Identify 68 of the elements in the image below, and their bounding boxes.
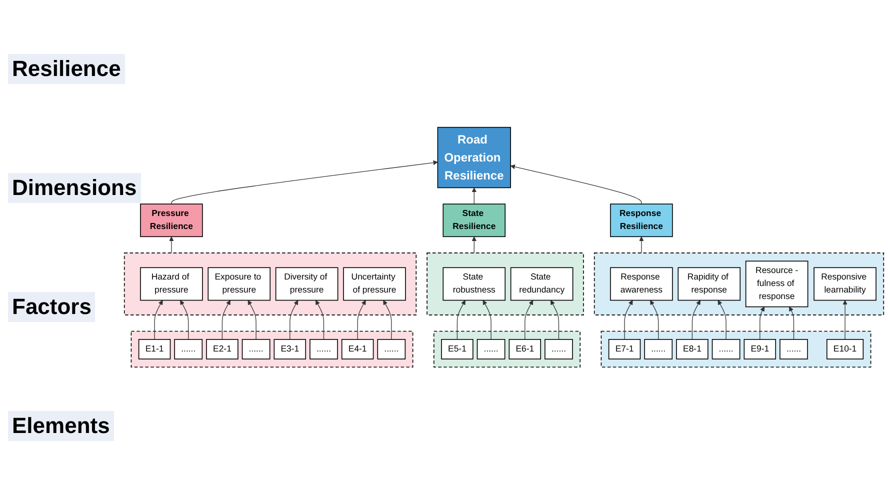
arrow (789, 306, 794, 340)
arrow (171, 160, 438, 205)
arrow (383, 300, 392, 340)
node-box: State Resilience (442, 204, 506, 238)
node-box: E5-1 (441, 339, 474, 360)
node-box: Response Resilience (610, 204, 673, 238)
cluster (130, 331, 414, 368)
cluster (600, 331, 872, 368)
node-box: Hazard of pressure (140, 267, 203, 301)
cluster (433, 331, 581, 368)
arrow (650, 300, 659, 340)
arrow (842, 300, 848, 340)
band-heading: Elements (8, 410, 114, 441)
arrow (624, 300, 633, 340)
node-box: ...... (476, 339, 506, 360)
node-box: State redundancy (510, 267, 574, 301)
node-box: E4-1 (341, 339, 374, 360)
node-box: E8-1 (676, 339, 708, 360)
cluster (426, 252, 584, 316)
arrow (472, 236, 477, 254)
node-box: ...... (644, 339, 673, 360)
arrow (357, 300, 366, 340)
node-box: Responsive learnability (814, 267, 876, 301)
arrow (248, 300, 256, 340)
arrow (482, 300, 492, 340)
arrow (456, 300, 466, 340)
arrow (718, 300, 726, 340)
node-box: Pressure Resilience (140, 204, 203, 238)
node-box: Response awareness (610, 267, 673, 301)
arrow (222, 300, 230, 340)
node-box: E10-1 (826, 339, 864, 360)
node-box: Exposure to pressure (208, 267, 271, 301)
node-box: Uncertainty of pressure (343, 267, 406, 301)
node-box: ...... (712, 339, 740, 360)
node-box: ...... (780, 339, 808, 360)
node-box: ...... (174, 339, 203, 360)
arrow (316, 300, 324, 340)
arrow (290, 300, 298, 340)
arrow (472, 188, 477, 205)
arrow (550, 300, 560, 340)
arrow (510, 164, 642, 205)
arrow (180, 300, 189, 340)
arrow (524, 300, 534, 340)
arrow (154, 300, 163, 340)
node-box: ...... (377, 339, 406, 360)
arrow (169, 236, 174, 254)
node-box: Resource -fulness of response (745, 260, 808, 308)
node-box: Road Operation Resilience (437, 127, 511, 188)
arrow (692, 300, 700, 340)
node-box: ...... (242, 339, 270, 360)
node-box: E7-1 (608, 339, 641, 360)
node-box: E3-1 (274, 339, 306, 360)
node-box: ...... (544, 339, 573, 360)
node-box: State robustness (442, 267, 506, 301)
band-heading: Factors (8, 292, 96, 322)
arrow (760, 306, 765, 340)
node-box: E1-1 (138, 339, 171, 360)
cluster (124, 252, 417, 316)
cluster (594, 252, 884, 316)
arrow (639, 236, 644, 254)
node-box: Rapidity of response (678, 267, 741, 301)
node-box: Diversity of pressure (275, 267, 338, 301)
node-box: E2-1 (206, 339, 238, 360)
node-box: ...... (310, 339, 338, 360)
band-heading: Dimensions (8, 173, 141, 204)
node-box: E9-1 (744, 339, 776, 360)
node-box: E6-1 (508, 339, 542, 360)
band-heading: Resilience (8, 54, 125, 84)
